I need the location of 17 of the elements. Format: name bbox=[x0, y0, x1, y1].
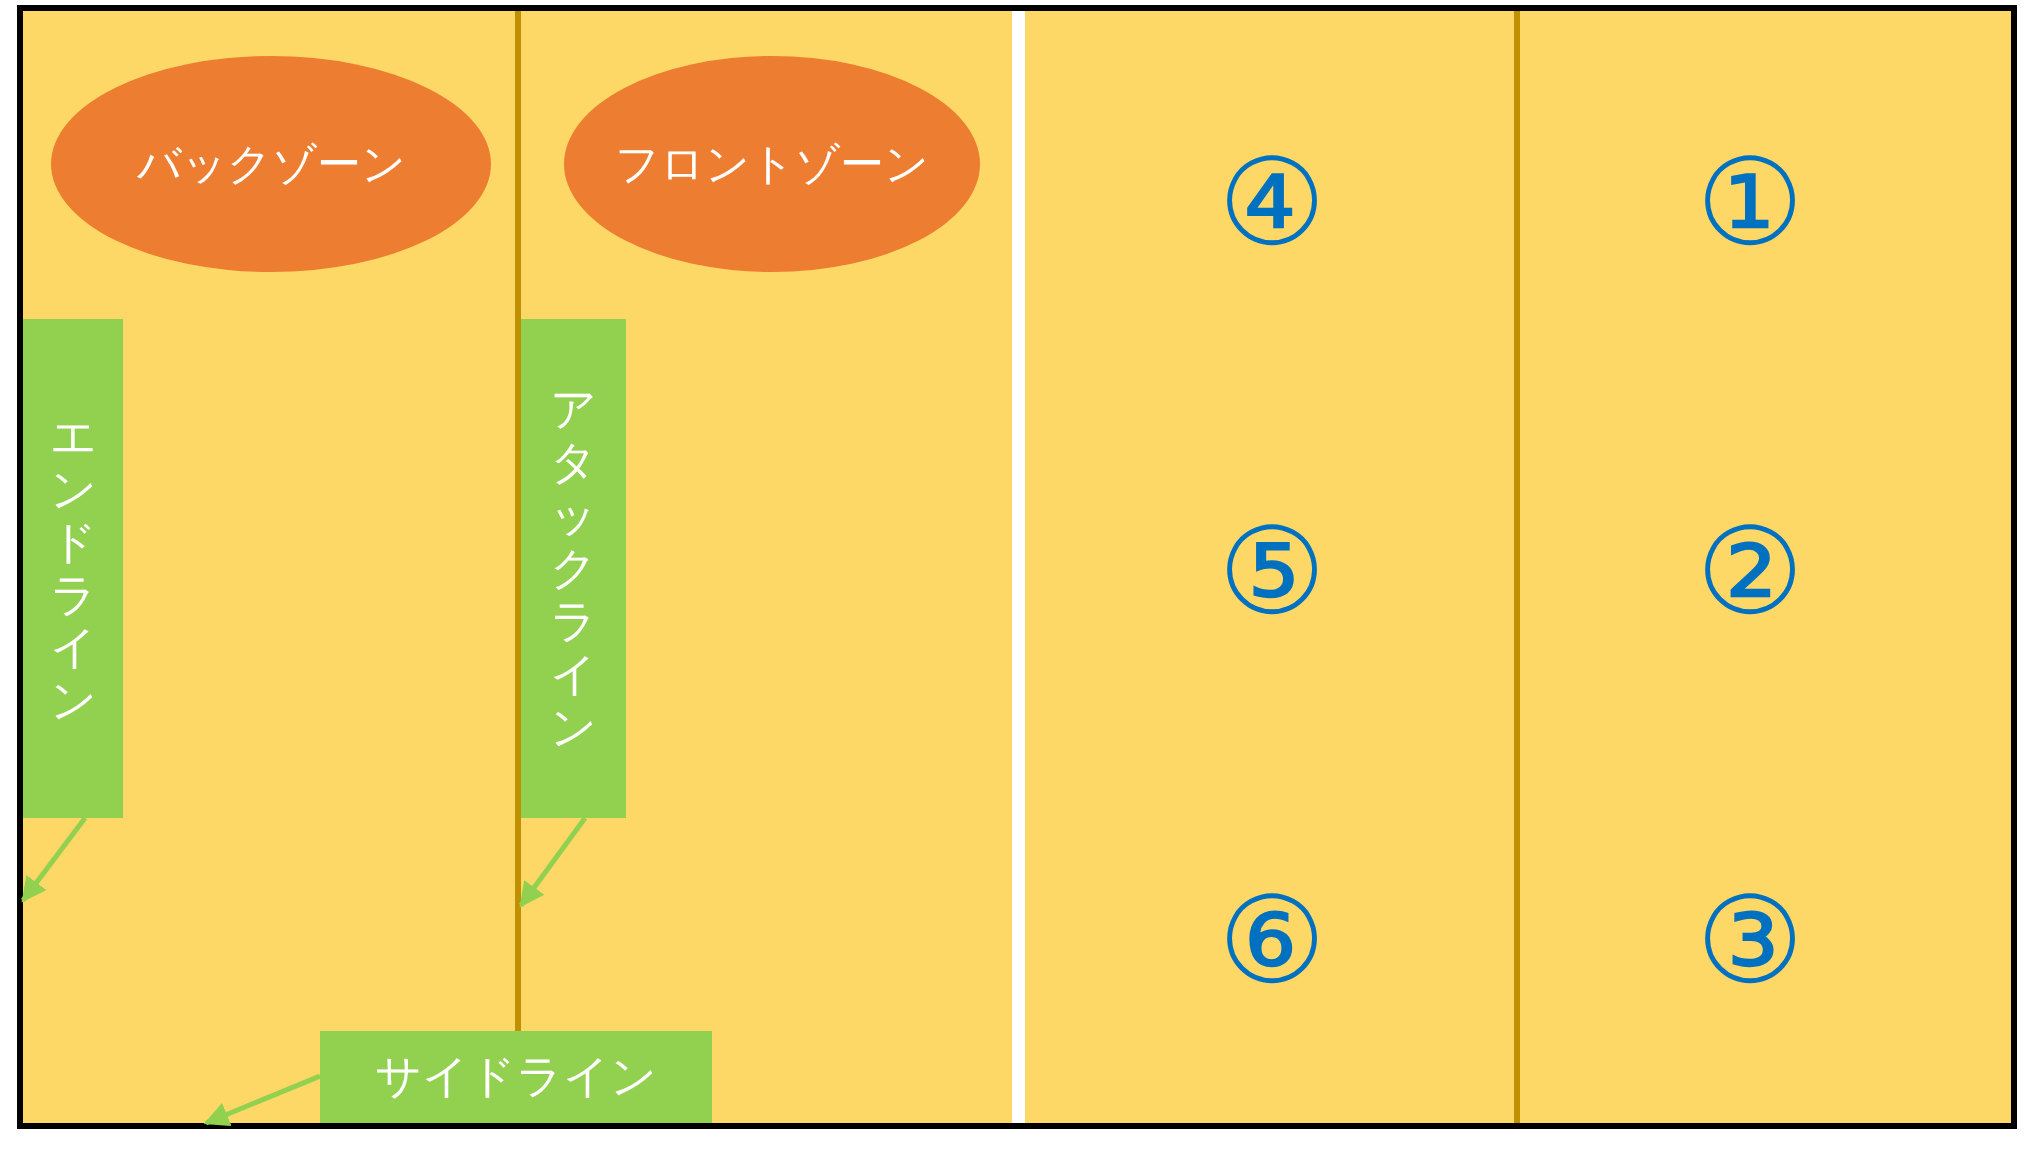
callout-box bbox=[23, 319, 123, 818]
position-number: ③ bbox=[1695, 871, 1805, 1011]
position-number: ⑤ bbox=[1217, 502, 1327, 642]
callout-box bbox=[320, 1031, 712, 1123]
callout-box bbox=[521, 319, 626, 818]
callout-label: エンドライン bbox=[48, 409, 98, 728]
position-number: ② bbox=[1695, 502, 1805, 642]
zone-label: バックゾーン bbox=[136, 136, 406, 191]
leader-line bbox=[203, 1073, 321, 1126]
position-number: ① bbox=[1695, 133, 1805, 273]
leader-line bbox=[21, 816, 87, 903]
position-number: ④ bbox=[1217, 133, 1327, 273]
leader-line bbox=[519, 816, 588, 908]
zone-label: フロントゾーン bbox=[615, 136, 929, 191]
position-number: ⑥ bbox=[1217, 871, 1327, 1011]
callout-label: アタックライン bbox=[549, 383, 598, 754]
callout-label: サイドライン bbox=[375, 1048, 657, 1105]
